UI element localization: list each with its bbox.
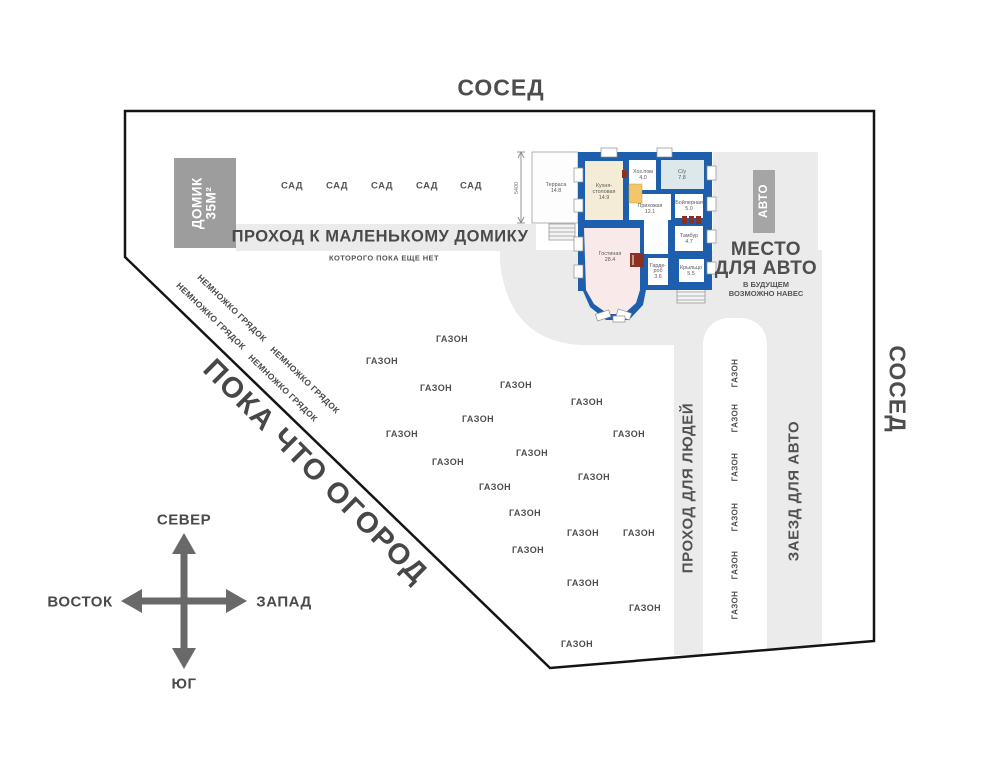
sad-label: САД [325, 180, 349, 192]
svg-text:столовая: столовая [593, 189, 616, 195]
lawn-strip-label: ГАЗОН [730, 502, 740, 532]
room-wardrobe [648, 258, 668, 285]
people-path-label: ПРОХОД ДЛЯ ЛЮДЕЙ [679, 402, 697, 574]
lawn-label: ГАЗОН [566, 528, 600, 538]
lawn-strip-label: ГАЗОН [730, 590, 740, 620]
room-kitchen [585, 161, 623, 220]
lawn-strip-label: ГАЗОН [730, 452, 740, 482]
lawn-strip-label: ГАЗОН [730, 403, 740, 433]
room-terrace [531, 151, 579, 224]
svg-text:28.4: 28.4 [605, 257, 616, 263]
dimension-text: 5400 [514, 182, 520, 194]
lawn-label: ГАЗОН [622, 528, 656, 538]
lawn-label: ГАЗОН [515, 448, 549, 458]
lawn-label: ГАЗОН [385, 429, 419, 439]
room-bathroom [661, 160, 704, 189]
house-plan: 5400 Терраса 14.8 Кухня- столовая 14.9 Х… [514, 147, 717, 323]
lawn-label: ГАЗОН [478, 482, 512, 492]
plot-boundary [123, 109, 876, 670]
people-path-shape [674, 300, 703, 655]
fireplace [630, 253, 644, 267]
passage-band-shape [236, 224, 536, 251]
dimension-line [517, 151, 525, 224]
sad-label: САД [415, 180, 439, 192]
room-porch [679, 259, 704, 282]
compass-east-label: ВОСТОК [47, 593, 113, 611]
compass-west-label: ЗАПАД [256, 593, 312, 611]
sad-label: САД [280, 180, 304, 192]
lawn-label: ГАЗОН [508, 508, 542, 518]
lawn-strip-shape [703, 318, 767, 652]
compass-north-label: СЕВЕР [156, 511, 212, 529]
car-entry-path-label: ЗАЕЗД ДЛЯ АВТО [785, 420, 803, 562]
neighbor-right-label: СОСЕД [884, 345, 911, 433]
car-place-note-2: ВОЗМОЖНО НАВЕС [728, 288, 804, 298]
passage-band-subtitle: КОТОРОГО ПОКА ЕЩЕ НЕТ [329, 253, 439, 263]
room-living [584, 228, 640, 314]
svg-text:Кухня-: Кухня- [596, 183, 612, 189]
interior-stairs [628, 183, 643, 204]
svg-text:4.7: 4.7 [685, 239, 693, 245]
car-place-note-1: В БУДУЩЕМ [743, 280, 789, 289]
sad-label: САД [370, 180, 394, 192]
windows [573, 147, 717, 323]
small-house-label-2: 35М² [204, 186, 219, 220]
room-boiler [675, 194, 703, 218]
lawn-label: ГАЗОН [511, 545, 545, 555]
svg-text:Гостиная: Гостиная [599, 251, 622, 257]
lawn-label: ГАЗОН [612, 429, 646, 439]
car-box: АВТО [753, 170, 775, 233]
svg-text:Прихожая: Прихожая [638, 203, 663, 209]
car-place-caption: МЕСТО ДЛЯ АВТО В БУДУЩЕМ ВОЗМОЖНО НАВЕС [700, 240, 832, 298]
svg-text:5.0: 5.0 [685, 206, 693, 212]
svg-text:Терраса: Терраса [546, 182, 567, 188]
chimney [622, 170, 627, 178]
svg-text:Тамбур: Тамбур [680, 233, 698, 239]
terrace-stairs [548, 223, 576, 241]
lawn-strip-label: ГАЗОН [730, 358, 740, 388]
car-place-title-1: МЕСТО [730, 239, 802, 260]
lawn-label: ГАЗОН [419, 383, 453, 393]
small-house-label-1: ДОМИК [189, 177, 205, 229]
svg-text:Бойлерная: Бойлерная [675, 199, 703, 206]
lawn-label: ГАЗОН [435, 334, 469, 344]
lawn-label: ГАЗОН [499, 380, 533, 390]
lawn-label: ГАЗОН [628, 603, 662, 613]
svg-text:4.0: 4.0 [639, 175, 647, 181]
sad-label: САД [459, 180, 483, 192]
svg-text:7.8: 7.8 [678, 175, 686, 181]
svg-text:Хоз.пом: Хоз.пом [633, 169, 653, 175]
svg-text:14.8: 14.8 [551, 188, 562, 194]
car-entry-path-shape [767, 340, 822, 650]
boiler-vent [682, 216, 701, 224]
svg-text:Гарде-: Гарде- [650, 263, 667, 269]
passage-band-title: ПРОХОД К МАЛЕНЬКОМУ ДОМИКУ [231, 227, 529, 246]
compass-south-label: ЮГ [171, 675, 197, 693]
svg-text:роб: роб [653, 268, 662, 274]
lawn-label: ГАЗОН [577, 472, 611, 482]
small-house-box: ДОМИК 35М² [174, 158, 236, 248]
svg-text:14.9: 14.9 [599, 195, 610, 201]
svg-text:12.1: 12.1 [645, 209, 656, 215]
lawn-strip-label: ГАЗОН [730, 550, 740, 580]
svg-text:5.5: 5.5 [687, 271, 695, 277]
car-place-title-2: ДЛЯ АВТО [714, 258, 818, 279]
room-corridor [644, 220, 668, 254]
lawn-label: ГАЗОН [566, 578, 600, 588]
svg-text:3.6: 3.6 [654, 274, 662, 280]
room-labels: Терраса 14.8 Кухня- столовая 14.9 Хоз.по… [546, 169, 703, 280]
neighbor-top-label: СОСЕД [457, 74, 545, 101]
lawn-label: ГАЗОН [461, 414, 495, 424]
svg-text:Крыльцо: Крыльцо [680, 265, 702, 271]
car-box-label: АВТО [757, 184, 770, 219]
lawn-label: ГАЗОН [365, 356, 399, 366]
room-vestibule [675, 226, 703, 251]
lawn-label: ГАЗОН [570, 397, 604, 407]
svg-text:С/у: С/у [678, 169, 686, 175]
lawn-label: ГАЗОН [560, 639, 594, 649]
gray-paths [236, 152, 822, 655]
lawn-label: ГАЗОН [431, 457, 465, 467]
compass-icon [121, 533, 247, 669]
